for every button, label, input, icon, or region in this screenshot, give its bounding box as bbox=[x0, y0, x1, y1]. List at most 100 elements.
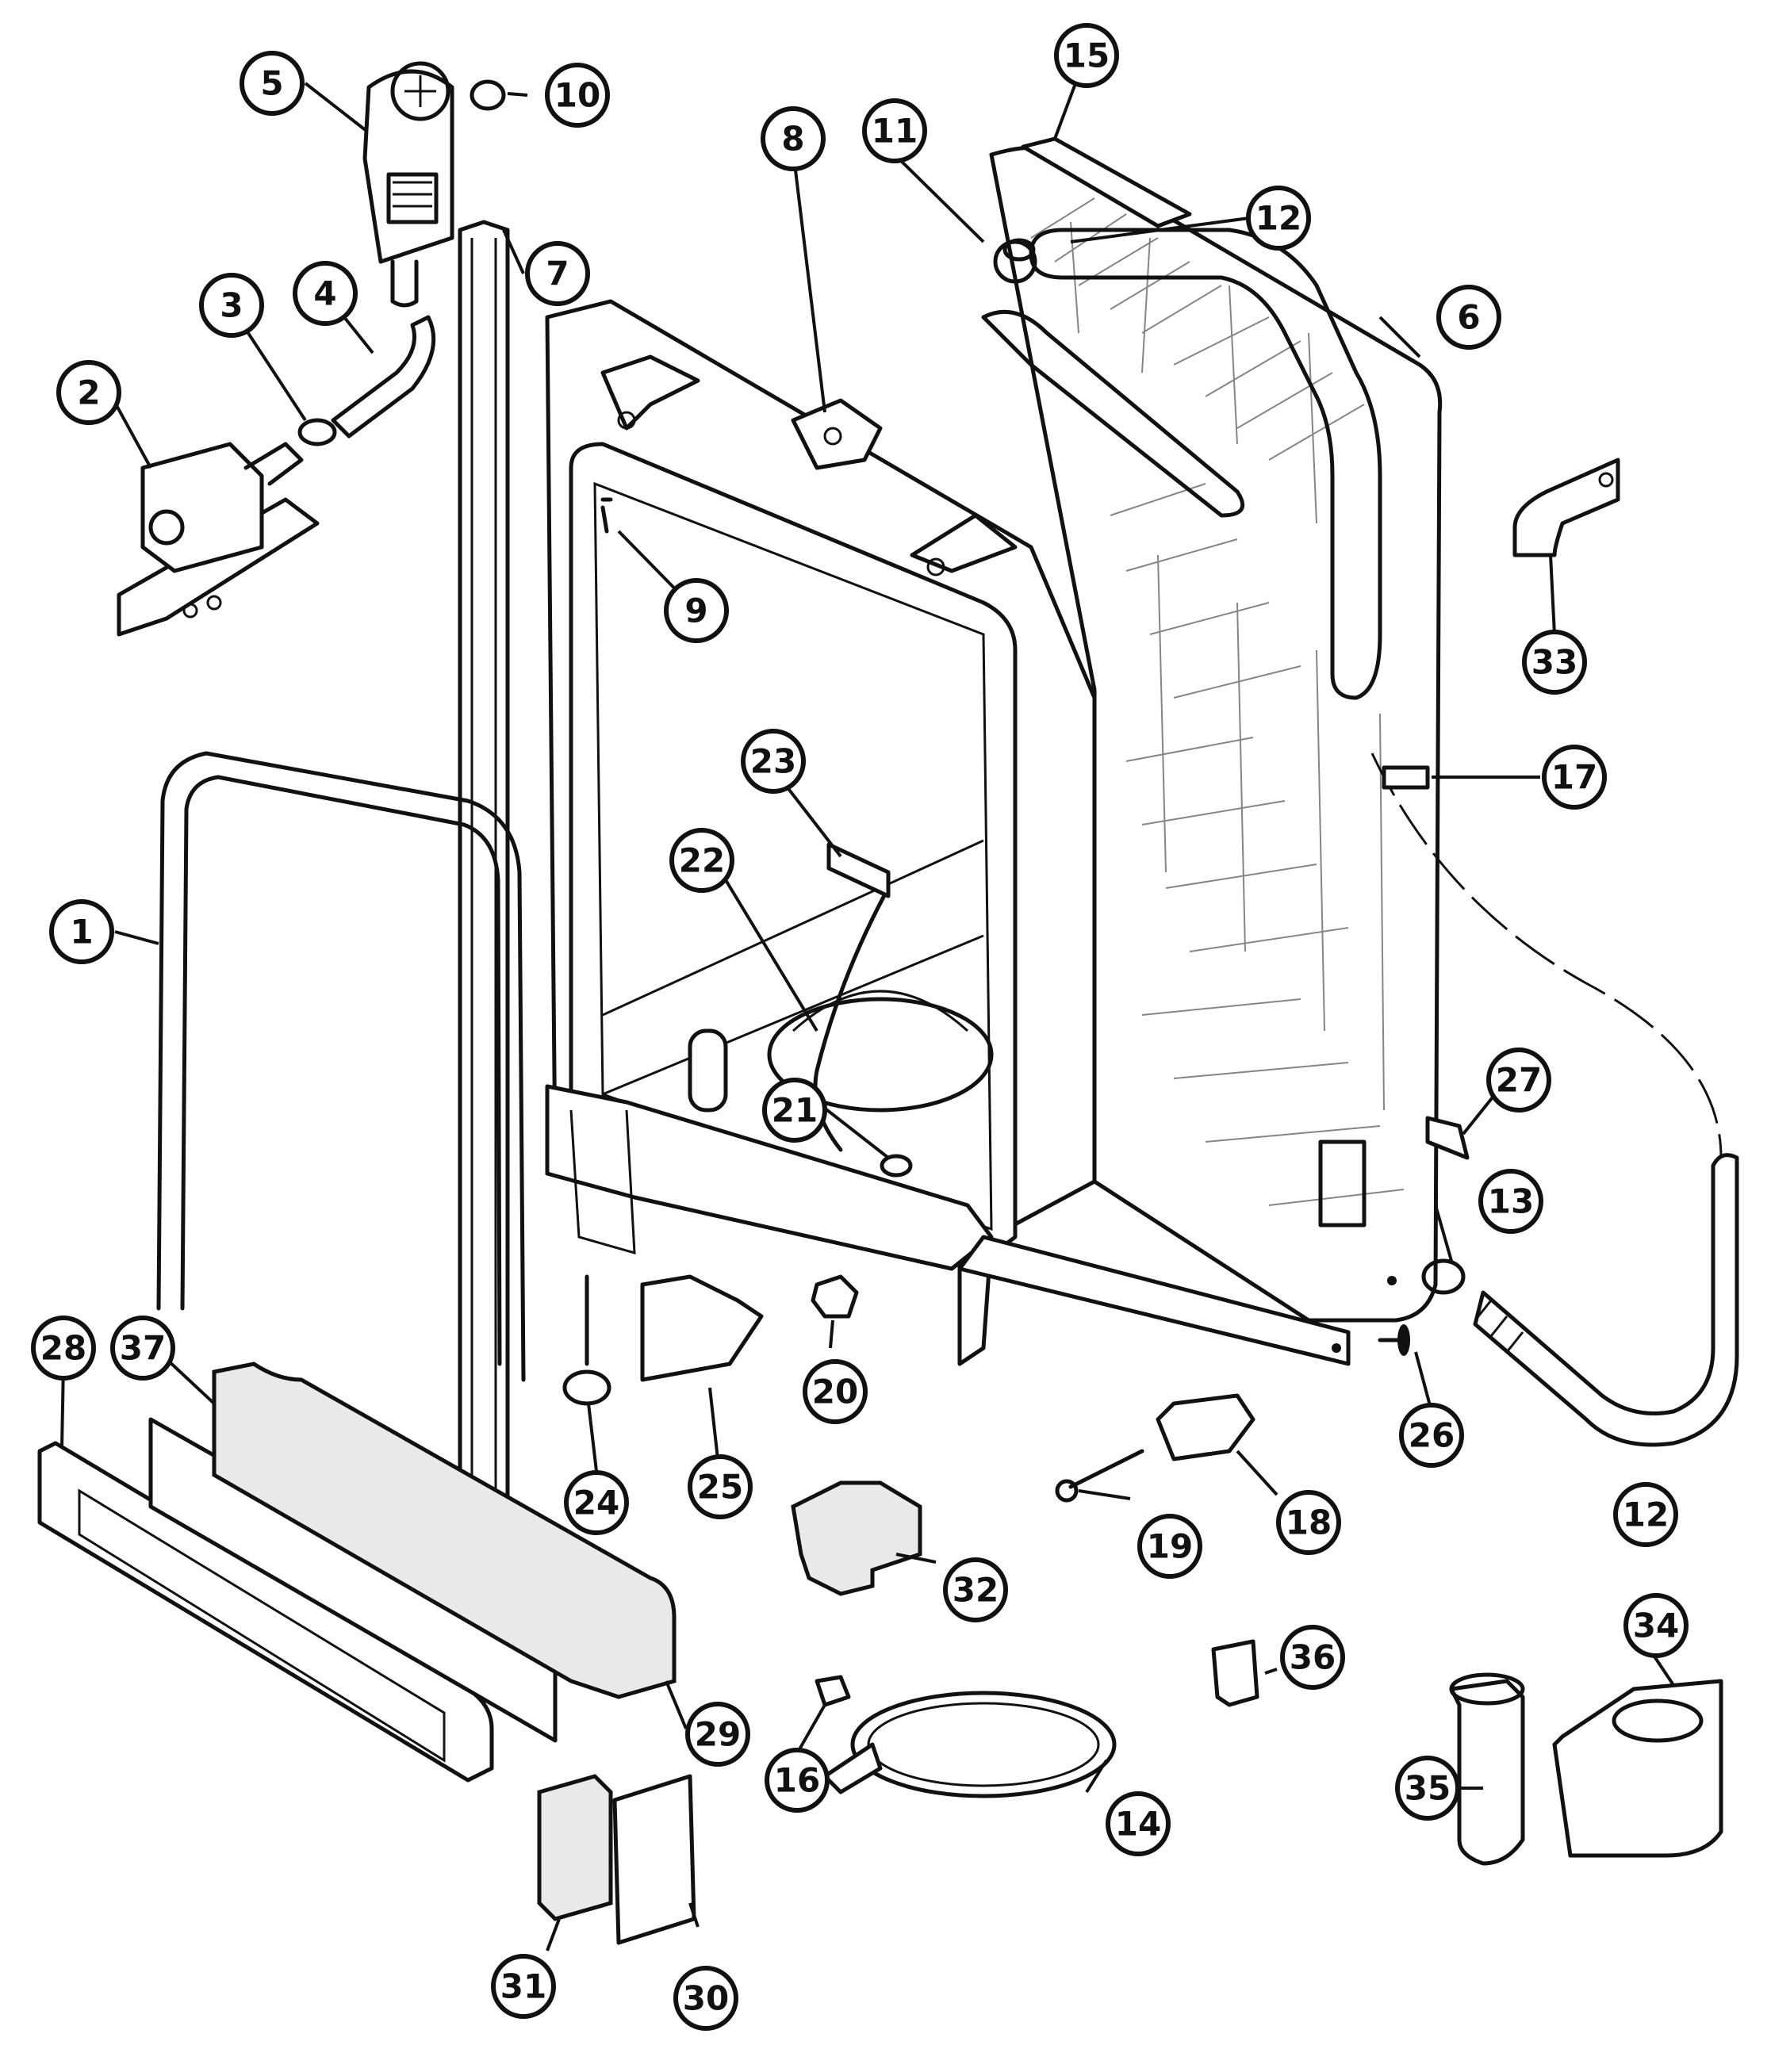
tub-door-opening-inner bbox=[593, 481, 993, 1231]
screw bbox=[600, 497, 613, 534]
callout-23: 23 bbox=[741, 729, 806, 794]
inlet-slot bbox=[981, 309, 1245, 518]
drain-hose-bottom-corrugation bbox=[1474, 1300, 1524, 1353]
callout-18: 18 bbox=[1276, 1490, 1341, 1555]
callout-6-label: 6 bbox=[1457, 298, 1480, 337]
callout-11-label: 11 bbox=[872, 112, 918, 151]
callout-7: 7 bbox=[525, 241, 590, 306]
callout-6: 6 bbox=[1436, 285, 1501, 350]
tub-floor bbox=[602, 839, 984, 1096]
callout-32-label: 32 bbox=[953, 1571, 999, 1610]
tub-base-tray-front bbox=[569, 1109, 636, 1255]
door-gasket bbox=[156, 751, 526, 1382]
callout-27: 27 bbox=[1486, 1047, 1551, 1113]
top-bracket-right bbox=[910, 513, 1018, 573]
side-vent bbox=[1318, 1139, 1367, 1227]
foam-block bbox=[537, 1774, 613, 1921]
inlet-funnel bbox=[362, 61, 454, 308]
callout-35: 35 bbox=[1395, 1756, 1460, 1821]
callout-21-label: 21 bbox=[772, 1091, 818, 1130]
insulation-block bbox=[791, 1480, 922, 1596]
mounting-bracket bbox=[791, 398, 883, 470]
callout-28: 28 bbox=[31, 1316, 96, 1381]
callout-24-label: 24 bbox=[573, 1484, 619, 1522]
tub-sump-inner bbox=[792, 990, 969, 1032]
drain-shield bbox=[1552, 1679, 1723, 1858]
drain-hose-routing bbox=[1370, 753, 1723, 1159]
label-tag bbox=[1382, 765, 1430, 790]
callout-16: 16 bbox=[765, 1748, 830, 1813]
callout-22: 22 bbox=[669, 828, 734, 893]
callout-1: 1 bbox=[49, 899, 114, 964]
callout-26-label: 26 bbox=[1409, 1416, 1455, 1455]
callout-33: 33 bbox=[1522, 630, 1587, 695]
callout-33-label: 33 bbox=[1531, 643, 1577, 682]
callout-12-bottom-label: 12 bbox=[1623, 1496, 1669, 1534]
callout-23-label: 23 bbox=[750, 742, 796, 781]
callout-34-label: 34 bbox=[1633, 1607, 1679, 1645]
clip bbox=[1425, 1116, 1470, 1160]
nut bbox=[811, 1274, 859, 1319]
callout-17: 17 bbox=[1542, 745, 1607, 810]
callout-8: 8 bbox=[761, 106, 826, 171]
callout-35-label: 35 bbox=[1405, 1769, 1451, 1808]
callout-4-label: 4 bbox=[313, 274, 336, 313]
inlet-hose bbox=[331, 315, 436, 439]
drain-hose-clamp bbox=[1421, 1258, 1466, 1295]
callout-28-label: 28 bbox=[40, 1329, 86, 1368]
callout-10: 10 bbox=[545, 63, 610, 128]
callout-13-label: 13 bbox=[1488, 1182, 1534, 1221]
tub-assembly bbox=[545, 136, 1443, 1366]
heater-ring-tab bbox=[822, 1742, 883, 1794]
callout-5: 5 bbox=[240, 51, 305, 116]
callout-26: 26 bbox=[1399, 1403, 1464, 1468]
callout-12-top: 12 bbox=[1246, 186, 1311, 251]
callout-11: 11 bbox=[862, 98, 927, 163]
callout-16-label: 16 bbox=[774, 1761, 820, 1800]
grommet bbox=[1002, 238, 1036, 262]
drain-hose-bottom bbox=[1473, 1153, 1739, 1447]
callout-2: 2 bbox=[56, 360, 121, 425]
callout-19: 19 bbox=[1137, 1514, 1202, 1579]
tub-door-opening bbox=[569, 442, 1018, 1263]
callout-8-label: 8 bbox=[781, 120, 804, 159]
top-strip bbox=[1021, 136, 1192, 228]
callout-18-label: 18 bbox=[1286, 1503, 1332, 1542]
hose-clip bbox=[1512, 458, 1620, 557]
callout-17-label: 17 bbox=[1551, 758, 1597, 797]
callout-36-label: 36 bbox=[1290, 1638, 1336, 1677]
heater-ring bbox=[850, 1691, 1117, 1798]
callout-29-label: 29 bbox=[695, 1715, 741, 1754]
tub-post bbox=[688, 1028, 728, 1113]
callout-30: 30 bbox=[673, 1966, 738, 2031]
callout-37-label: 37 bbox=[120, 1329, 166, 1368]
callout-14-label: 14 bbox=[1115, 1805, 1161, 1844]
callout-32: 32 bbox=[943, 1557, 1008, 1622]
end-cap bbox=[1211, 1639, 1259, 1707]
drain-standpipe bbox=[1449, 1679, 1525, 1866]
o-ring bbox=[470, 79, 506, 111]
callout-31: 31 bbox=[491, 1954, 556, 2019]
callout-19-label: 19 bbox=[1147, 1527, 1193, 1566]
wire-clamp bbox=[826, 842, 891, 898]
tub-bottom-rail bbox=[957, 1235, 1351, 1366]
tub-sump bbox=[767, 997, 994, 1113]
callout-14: 14 bbox=[1106, 1791, 1171, 1856]
callout-20: 20 bbox=[803, 1359, 868, 1424]
wire-box bbox=[640, 1274, 764, 1382]
callout-25: 25 bbox=[688, 1454, 753, 1519]
callout-27-label: 27 bbox=[1496, 1061, 1542, 1100]
callout-15-label: 15 bbox=[1064, 36, 1110, 75]
sump-nut bbox=[880, 1154, 913, 1178]
callout-22-label: 22 bbox=[679, 841, 725, 880]
callout-12-bottom: 12 bbox=[1613, 1482, 1678, 1547]
callout-34: 34 bbox=[1623, 1593, 1689, 1658]
callout-36: 36 bbox=[1280, 1625, 1345, 1690]
callout-24: 24 bbox=[564, 1470, 629, 1535]
callout-25-label: 25 bbox=[697, 1468, 743, 1507]
callout-12-top-label: 12 bbox=[1255, 199, 1301, 238]
callout-21: 21 bbox=[762, 1078, 827, 1143]
terminal-grommet bbox=[815, 1675, 851, 1707]
callout-9-label: 9 bbox=[684, 592, 707, 630]
